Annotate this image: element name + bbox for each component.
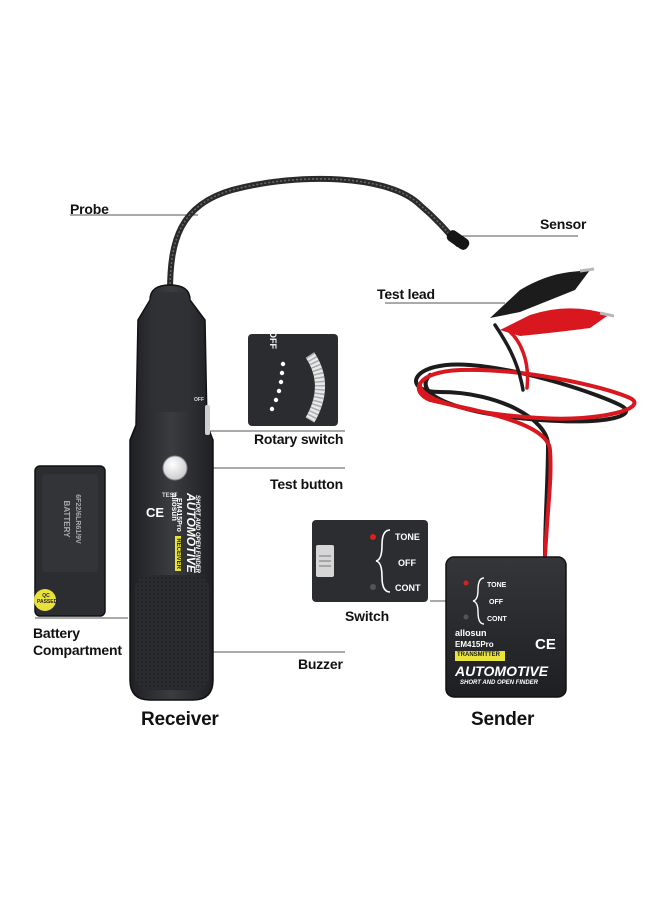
sender-subtitle: SHORT AND OPEN FINDER (460, 680, 539, 686)
switch-closeup-art (312, 520, 428, 602)
rotary-closeup-art (248, 334, 338, 426)
receiver-ce-mark: CE (146, 505, 165, 520)
probe-gooseneck (167, 175, 470, 295)
battery-label: BATTERY (62, 500, 71, 538)
sender-off-label: OFF (489, 599, 503, 606)
sender-product: AUTOMOTIVE (455, 663, 549, 679)
battery-cover-art (34, 465, 106, 617)
sensor-tip (446, 230, 470, 250)
switch-cont-label: CONT (395, 583, 421, 593)
title-receiver: Receiver (141, 709, 219, 730)
callout-test-button: Test button (270, 476, 343, 492)
sender-model: EM415Pro (455, 640, 494, 649)
sender-tone-label: TONE (487, 582, 507, 589)
leader-lines (35, 214, 578, 653)
battery-code: 6F22/6LR61/9V (74, 494, 81, 544)
callout-battery-compartment: Battery Compartment (33, 625, 122, 658)
rotary-wheel (205, 405, 210, 435)
callout-buzzer: Buzzer (298, 656, 343, 672)
receiver-body (129, 284, 214, 701)
callout-sensor: Sensor (540, 216, 587, 232)
qc-sticker (34, 589, 56, 611)
callout-probe: Probe (70, 201, 109, 217)
callout-test-lead: Test lead (377, 286, 435, 302)
test-lead-wires (414, 323, 637, 559)
receiver-subtitle: SHORT AND OPEN FINDER (194, 495, 200, 574)
sender-badge: TRANSMITTER (457, 652, 500, 658)
title-sender: Sender (471, 709, 535, 730)
switch-tone-label: TONE (395, 532, 420, 542)
callout-rotary-switch: Rotary switch (254, 431, 344, 447)
receiver-test-mark: TEST (162, 493, 178, 499)
rotary-closeup-off: OFF (268, 331, 278, 349)
switch-off-label: OFF (398, 558, 416, 568)
sender-cont-label: CONT (487, 616, 507, 623)
callout-switch: Switch (345, 608, 389, 624)
alligator-clips (490, 267, 615, 336)
test-button-knob (162, 455, 188, 481)
receiver-off-mark: OFF (194, 397, 204, 403)
sender-ce-mark: CE (535, 636, 556, 653)
sender-body (445, 556, 567, 698)
sender-brand: allosun (455, 628, 487, 638)
